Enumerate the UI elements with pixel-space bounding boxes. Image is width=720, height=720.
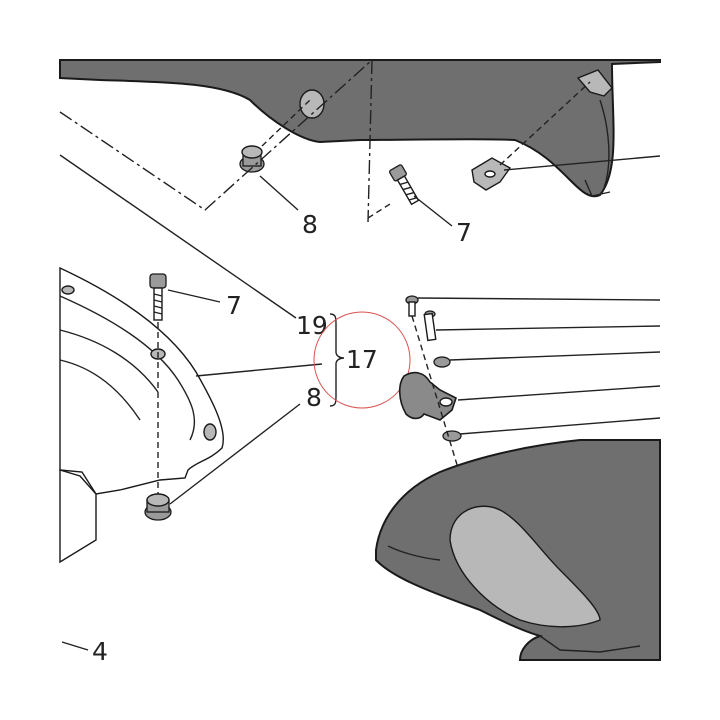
callout-item-19: 19 — [296, 311, 328, 340]
fairing-side-edge — [584, 99, 611, 197]
group-bracket — [329, 313, 345, 407]
washer-2 — [442, 430, 462, 442]
fairing-mount-bracket — [576, 69, 613, 97]
leader-spacer-pin — [435, 325, 661, 331]
screw-top — [389, 164, 420, 206]
leader-item-17 — [195, 363, 323, 377]
screw-left — [149, 273, 167, 321]
leader-bracket — [457, 385, 661, 401]
leader-item-19 — [59, 154, 297, 319]
leader-clip — [503, 155, 661, 171]
left-fairing-lower — [59, 469, 97, 564]
callout-screw-left: 7 — [226, 291, 242, 320]
callout-bumper-top: 8 — [302, 210, 318, 239]
upper-fairing-panel — [59, 59, 661, 198]
leader-small-screw — [417, 297, 661, 301]
leader-bumper-top — [259, 175, 299, 211]
spacer-pin — [423, 310, 437, 342]
assembly-line-right — [411, 315, 459, 469]
leader-item-4 — [61, 641, 89, 651]
leader-washer-2 — [459, 417, 661, 435]
centerline-top-left — [59, 59, 373, 211]
callout-item-17: 17 — [346, 345, 378, 374]
bracket-hole — [439, 397, 453, 407]
rubber-bumper-top — [239, 145, 265, 173]
left-fairing-hole — [203, 423, 217, 441]
left-fairing-small-hole — [61, 285, 75, 295]
leader-bumper-left — [169, 403, 301, 505]
assembly-line-bumper — [261, 99, 311, 147]
rubber-bumper-left — [144, 493, 172, 521]
leader-screw-top — [413, 195, 453, 227]
lower-cover-cutout — [449, 505, 601, 628]
centerline-top-mid — [367, 59, 373, 223]
left-fairing-inner — [59, 295, 196, 441]
leader-screw-left — [167, 289, 221, 303]
washer-1 — [433, 356, 451, 368]
callout-screw-top: 7 — [456, 218, 472, 247]
leader-washer-1 — [449, 351, 661, 361]
callout-item-4: 4 — [92, 637, 108, 666]
lower-cover-edge — [387, 545, 641, 653]
left-fairing-section — [59, 266, 224, 495]
highlight-circle — [313, 311, 411, 409]
mount-bracket-right — [398, 371, 457, 421]
assembly-line-screw — [367, 203, 391, 219]
assembly-line-clip — [499, 81, 591, 166]
cable-clip-hole — [484, 170, 496, 178]
small-screw-right — [405, 295, 419, 317]
callout-bumper-left: 8 — [306, 383, 322, 412]
